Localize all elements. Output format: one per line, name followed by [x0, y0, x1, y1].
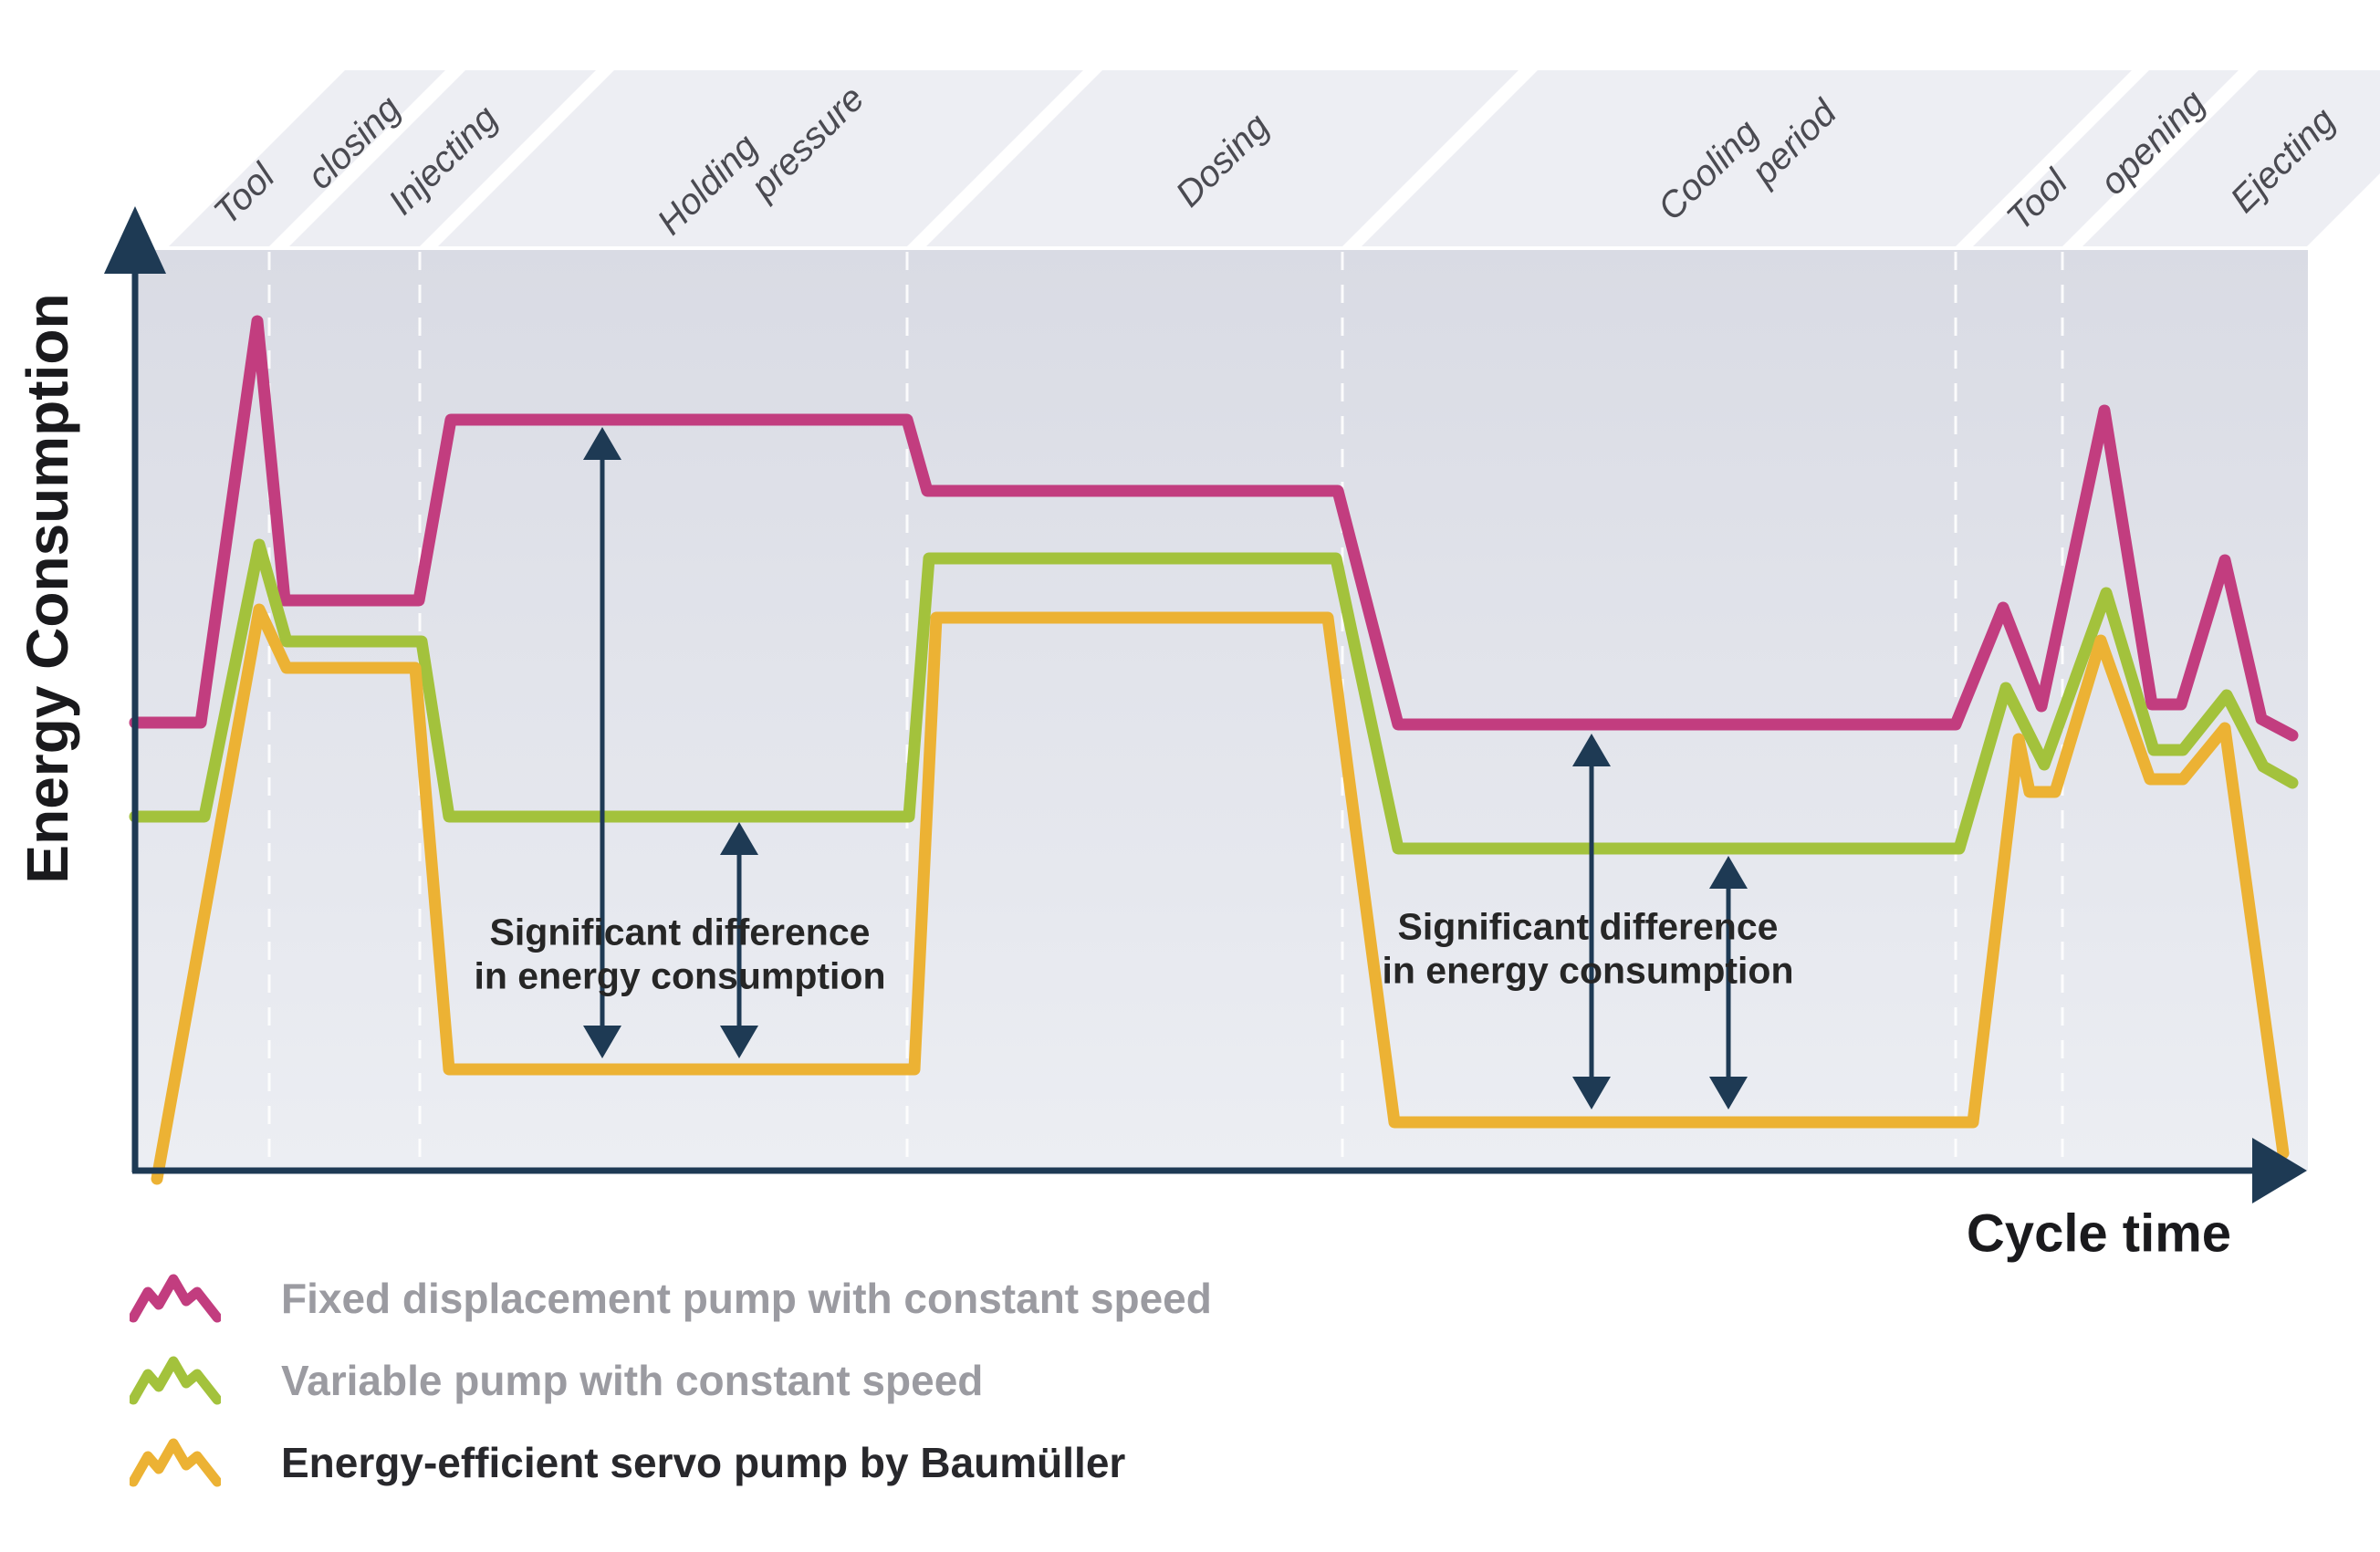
arrow-up-head — [583, 427, 621, 460]
legend-item-fixed-pump: Fixed displacement pump with constant sp… — [130, 1257, 1212, 1339]
annotation-holding-pressure: Significant difference in energy consump… — [474, 911, 885, 999]
zigzag-line-icon — [130, 1356, 221, 1405]
plot-area — [135, 250, 2308, 1171]
zigzag-line-icon — [130, 1438, 221, 1487]
legend-label: Variable pump with constant speed — [281, 1357, 984, 1404]
x-axis-arrowhead — [2252, 1138, 2307, 1203]
annotation-line1: Significant difference — [1397, 905, 1779, 948]
arrow-down-head — [583, 1026, 621, 1058]
arrow-up-head — [720, 822, 758, 855]
arrow-down-head — [720, 1026, 758, 1058]
legend-item-variable-pump: Variable pump with constant speed — [130, 1339, 1212, 1422]
legend-item-servo-pump: Energy-efficient servo pump by Baumüller — [130, 1422, 1212, 1504]
annotation-cooling-period: Significant difference in energy consump… — [1382, 905, 1793, 994]
legend: Fixed displacement pump with constant sp… — [130, 1257, 1212, 1504]
zigzag-line-icon — [130, 1274, 221, 1323]
y-axis-arrowhead — [104, 206, 166, 274]
arrow-down-head — [1709, 1077, 1748, 1109]
annotation-line1: Significant difference — [489, 911, 871, 953]
series-magenta — [129, 315, 2299, 742]
arrow-up-head — [1572, 734, 1611, 766]
legend-label: Fixed displacement pump with constant sp… — [281, 1275, 1212, 1322]
annotation-line2: in energy consumption — [1382, 950, 1794, 992]
arrow-up-head — [1709, 856, 1748, 889]
series-orange — [151, 603, 2290, 1185]
series-green — [129, 538, 2299, 855]
annotation-line2: in energy consumption — [474, 955, 886, 997]
legend-label: Energy-efficient servo pump by Baumüller — [281, 1439, 1126, 1486]
arrow-down-head — [1572, 1077, 1611, 1109]
y-axis-label: Energy Consumption — [15, 293, 80, 884]
x-axis-label: Cycle time — [1966, 1203, 2232, 1264]
